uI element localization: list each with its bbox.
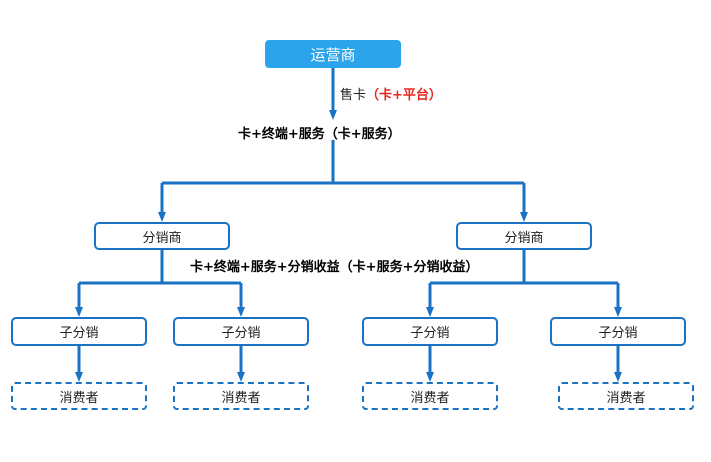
root-to-distributors-line xyxy=(162,140,524,185)
distributor-label: 分销商 xyxy=(504,230,544,246)
consumer-label: 消费者 xyxy=(59,390,99,406)
consumer-node-2: 消费者 xyxy=(173,382,309,410)
sub-distributor-label: 子分销 xyxy=(410,326,450,341)
operator-node: 运营商 xyxy=(265,40,401,68)
level2-flow-label: 卡+终端+服务+分销收益（卡+服务+分销收益） xyxy=(190,260,479,275)
sub-distributor-node-3: 子分销 xyxy=(362,317,498,346)
sell-card-detail: （卡+平台） xyxy=(366,88,442,103)
sell-card-prefix: 售卡 xyxy=(340,88,367,103)
consumer-label: 消费者 xyxy=(410,390,450,406)
right-distributor-line xyxy=(430,250,618,285)
left-distributor-line xyxy=(79,250,241,285)
distributor-node-right: 分销商 xyxy=(456,222,592,250)
consumer-label: 消费者 xyxy=(606,390,646,406)
distributor-node-left: 分销商 xyxy=(94,222,230,250)
sub-distributor-node-4: 子分销 xyxy=(550,317,686,346)
sub-distributor-node-1: 子分销 xyxy=(11,317,147,346)
consumer-node-1: 消费者 xyxy=(11,382,147,410)
consumer-node-4: 消费者 xyxy=(558,382,694,410)
level1-flow-label: 卡+终端+服务（卡+服务） xyxy=(238,127,401,142)
consumer-node-3: 消费者 xyxy=(362,382,498,410)
sub-distributor-label: 子分销 xyxy=(59,326,99,341)
sub-distributor-label: 子分销 xyxy=(598,326,638,341)
consumer-label: 消费者 xyxy=(221,390,261,406)
sub-distributor-label: 子分销 xyxy=(221,326,261,341)
sub-distributor-node-2: 子分销 xyxy=(173,317,309,346)
distributor-label: 分销商 xyxy=(142,230,182,246)
operator-label: 运营商 xyxy=(310,45,356,64)
sell-card-label: 售卡（卡+平台） xyxy=(340,84,442,103)
